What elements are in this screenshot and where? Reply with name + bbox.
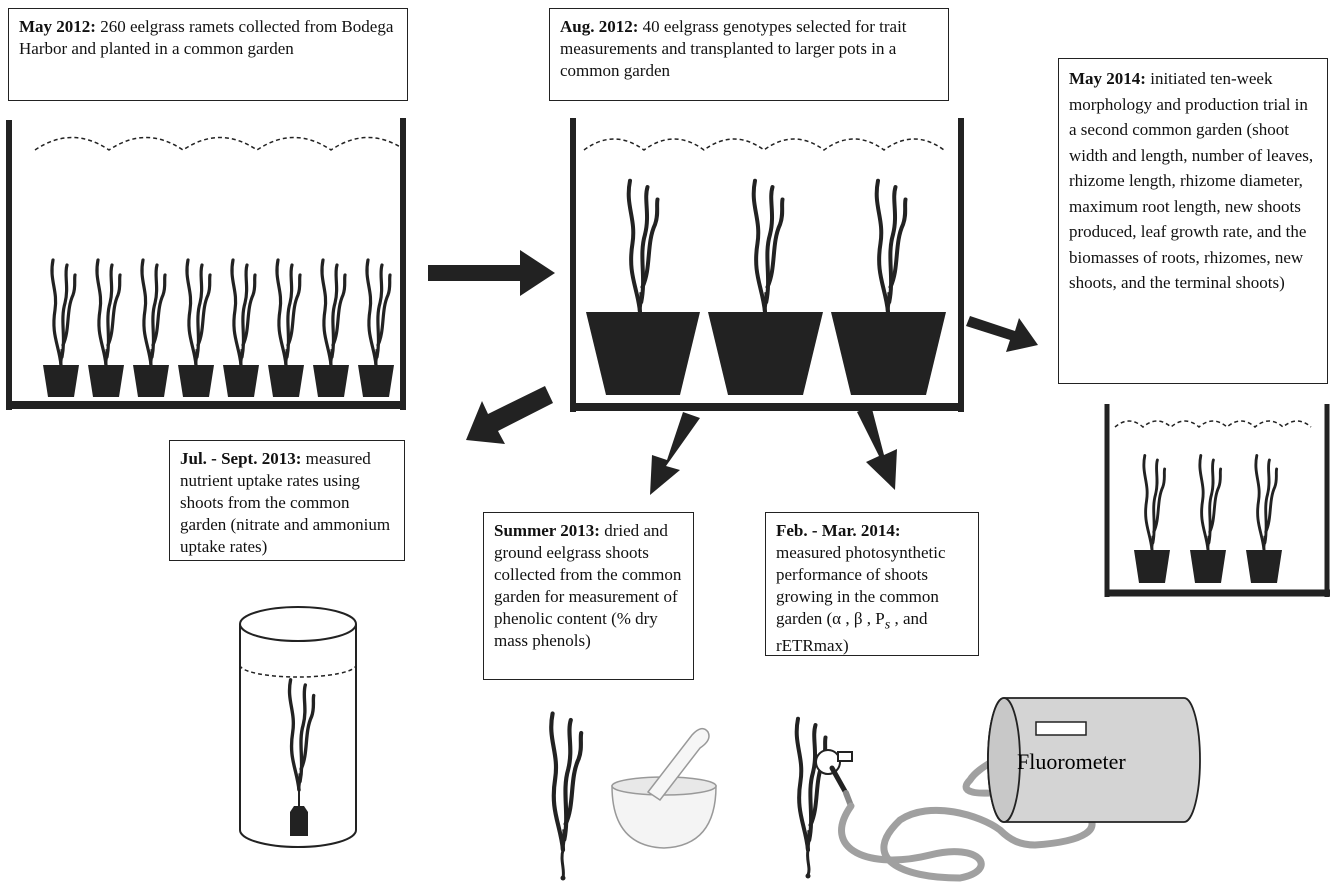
mortar-and-pestle-icon [611,727,717,849]
step-feb-mar-2014: Feb. - Mar. 2014: measured photosyntheti… [765,512,979,656]
arrow-right-1 [428,250,555,296]
step-text: dried and ground eelgrass shoots collect… [494,521,682,650]
step-may-2014: May 2014: initiated ten-week morphology … [1058,58,1328,384]
tank-aug-2012 [570,118,964,412]
step-text: 40 eelgrass genotypes selected for trait… [560,17,907,80]
tank-may-2014 [1104,404,1330,597]
step-text: measured nutrient uptake rates using sho… [180,449,391,556]
step-jul-sept-2013: Jul. - Sept. 2013: measured nutrient upt… [169,440,405,561]
step-may-2012: May 2012: 260 eelgrass ramets collected … [8,8,408,101]
step-summer-2013: Summer 2013: dried and ground eelgrass s… [483,512,694,680]
arrow-down-center [650,412,700,495]
step-text: initiated ten-week morphology and produc… [1069,69,1314,292]
arrow-right-2 [966,316,1038,352]
step-date: Feb. - Mar. 2014: [776,521,901,540]
step-date: Summer 2013: [494,521,600,540]
step-date: Jul. - Sept. 2013: [180,449,302,468]
step-text-end: , and rETRmax) [776,609,928,656]
uptake-cylinder [239,606,357,848]
dried-shoots [551,714,581,881]
subscript: s [884,616,891,633]
greek-symbols: α , β , P [832,609,885,628]
step-date: Aug. 2012: [560,17,639,36]
fluorometer-label: Fluorometer [1017,749,1126,774]
step-text: 260 eelgrass ramets collected from Bodeg… [19,17,394,58]
step-date: May 2014: [1069,69,1146,88]
fluorometer-cable [838,757,1096,882]
step-date: May 2012: [19,17,96,36]
step-aug-2012: Aug. 2012: 40 eelgrass genotypes selecte… [549,8,949,101]
arrow-down-right [857,405,897,490]
step-text: measured photosynthetic performance of s… [776,543,946,628]
arrow-down-left [466,386,553,444]
fluorometer-setup: Fluorometer [794,697,1201,882]
tank-may-2012 [6,118,406,410]
